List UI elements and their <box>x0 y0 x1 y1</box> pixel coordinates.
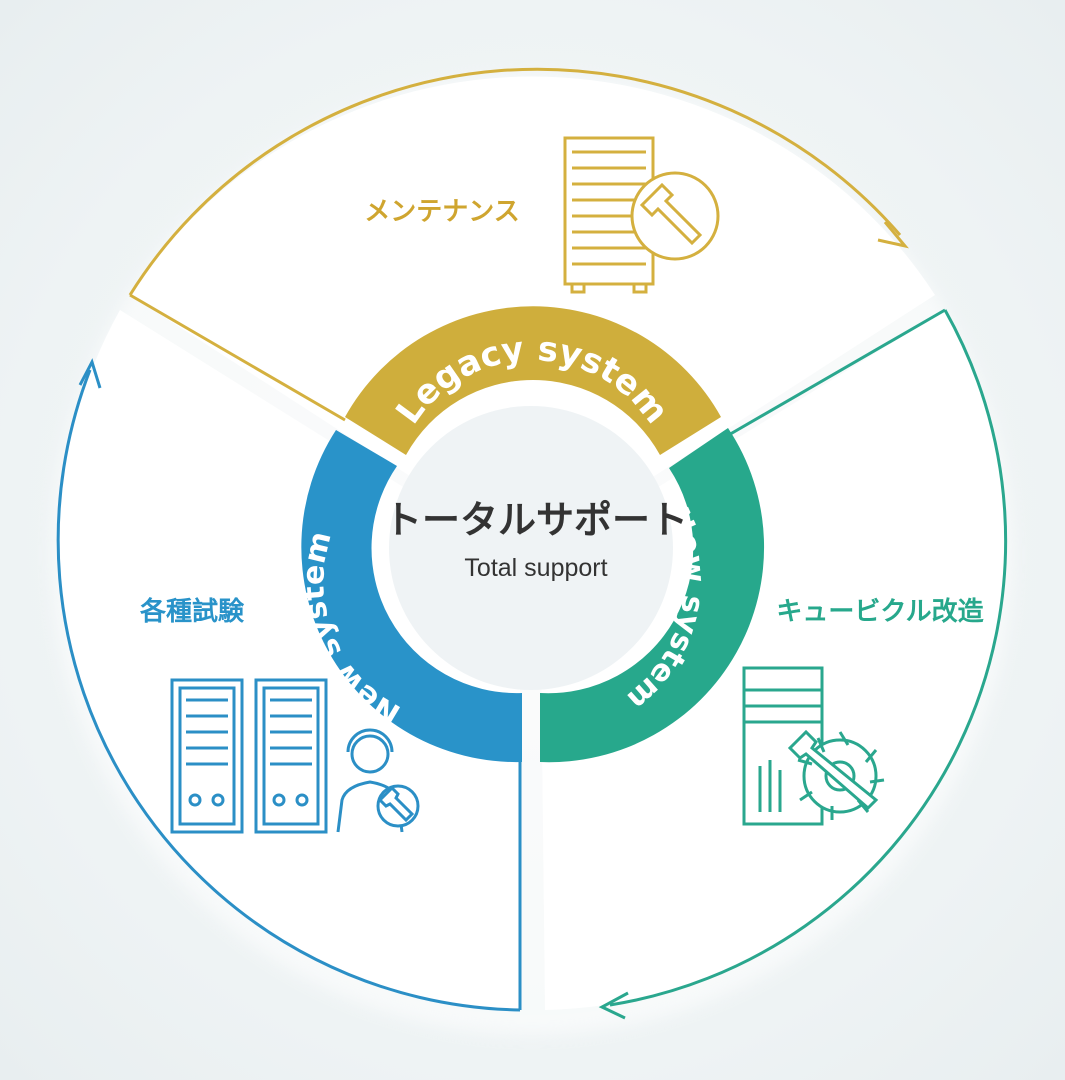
cabinet-gear-icon <box>742 666 885 826</box>
servers-technician-icon <box>170 678 420 834</box>
center-title: トータルサポート <box>384 498 688 542</box>
center-disc <box>389 406 673 690</box>
server-wrench-icon <box>563 136 720 294</box>
ring-band-legacy <box>345 306 721 455</box>
outline-right-arc <box>609 309 1008 1007</box>
outline-right-edge <box>719 308 946 442</box>
segment-title-cubicle: キュービクル改造 <box>776 596 983 627</box>
arrow-top-icon <box>877 221 909 249</box>
ring-band-new-right <box>540 428 765 763</box>
segment-right <box>540 310 1006 1010</box>
segment-left <box>59 310 520 1010</box>
arrow-left-icon <box>78 358 102 389</box>
outline-top-edge <box>129 293 346 422</box>
segment-title-testing: 各種試験 <box>139 596 245 627</box>
arrow-right-icon <box>598 991 629 1020</box>
outline-top-arc <box>128 67 902 296</box>
ring-band-new-left <box>301 430 522 763</box>
center-subtitle: Total support <box>464 554 607 582</box>
outline-left-arc <box>56 369 521 1012</box>
segment-title-maintenance: メンテナンス <box>364 197 519 227</box>
